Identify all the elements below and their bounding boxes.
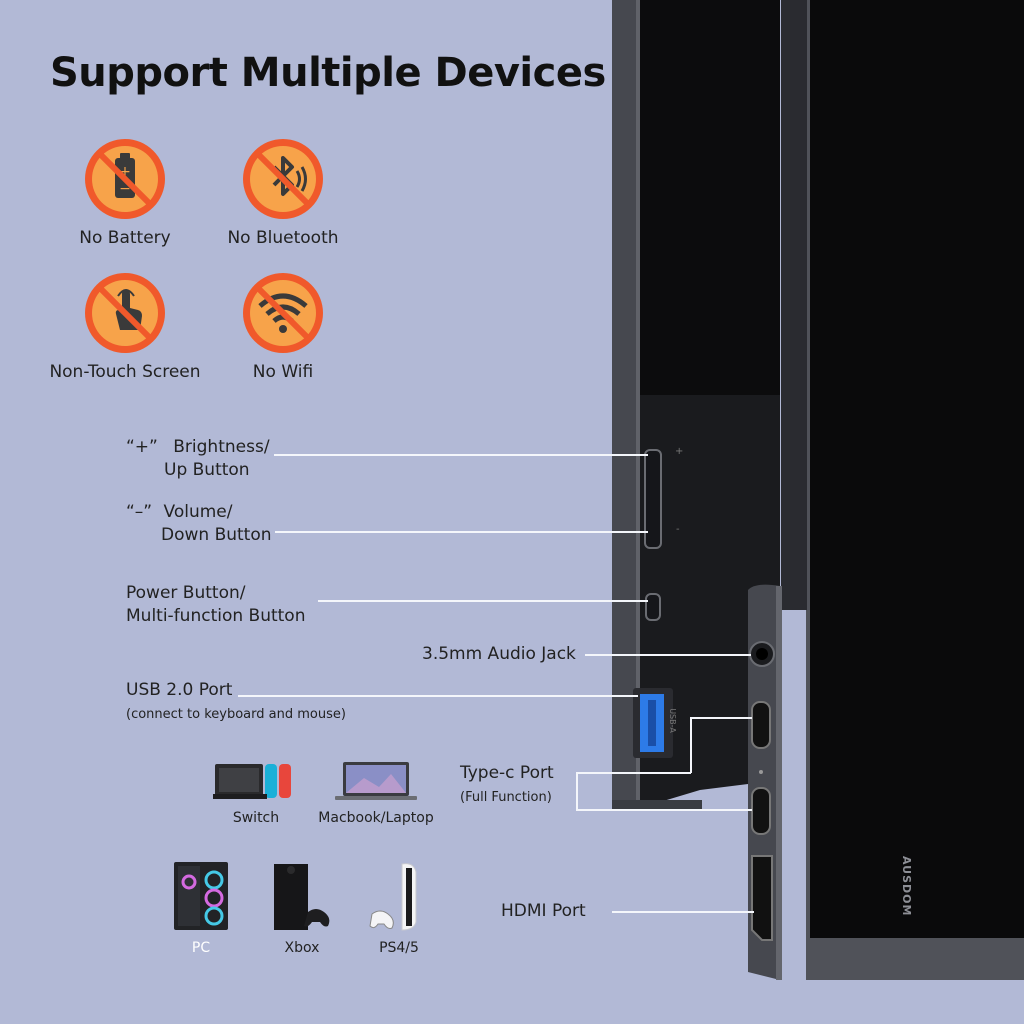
brightness-callout-line [274, 454, 648, 456]
brightness-line2: Up Button [164, 460, 250, 480]
brightness-line1: Brightness/ [173, 437, 270, 457]
playstation-console-icon [369, 863, 417, 931]
device-pc: PC [168, 860, 234, 956]
device-xbox: Xbox [266, 860, 338, 956]
volume-callout-line [275, 531, 648, 533]
wifi-icon [243, 273, 323, 353]
page-title: Support Multiple Devices [50, 50, 606, 96]
hdmi-label: HDMI Port [501, 901, 586, 921]
feature-label: No Battery [79, 228, 171, 248]
typec-callout-h1 [690, 717, 752, 719]
volume-line1: Volume/ [163, 502, 233, 522]
power-line1: Power Button/ [126, 583, 246, 603]
typec-callout-h2 [576, 772, 691, 774]
device-label: Xbox [284, 940, 320, 956]
feature-no-bluetooth: No Bluetooth [198, 136, 368, 248]
brand-logo: AUSDOM [900, 856, 913, 917]
touch-hand-icon [85, 273, 165, 353]
feature-no-battery: + − No Battery [40, 136, 210, 248]
switch-console-icon [213, 764, 291, 799]
svg-text:−: − [119, 181, 131, 197]
feature-label: Non-Touch Screen [49, 362, 201, 382]
device-macbook: Macbook/Laptop [316, 760, 436, 826]
brightness-symbol: “+” [126, 437, 158, 457]
volume-symbol: “–” [126, 502, 153, 522]
device-label: PS4/5 [379, 940, 419, 956]
hdmi-callout-line [612, 911, 754, 913]
device-playstation: PS4/5 [366, 860, 432, 956]
feature-label: No Bluetooth [227, 228, 339, 248]
device-label: PC [191, 940, 211, 956]
power-line2: Multi-function Button [126, 606, 306, 626]
device-label: Switch [232, 810, 280, 826]
svg-text:+: + [119, 164, 131, 180]
feature-no-wifi: No Wifi [198, 270, 368, 382]
feature-non-touch: Non-Touch Screen [40, 270, 210, 382]
bluetooth-icon [243, 139, 323, 219]
device-switch: Switch [206, 760, 306, 826]
typec-note: (Full Function) [460, 790, 552, 805]
monitor-minus-mark: - [676, 524, 680, 535]
usb-label: USB 2.0 Port [126, 680, 233, 700]
brightness-label: “+” Brightness/ [126, 436, 270, 459]
laptop-icon [335, 762, 417, 800]
device-label: Macbook/Laptop [318, 810, 434, 826]
usb-port-mark: USB-A [667, 708, 677, 733]
xbox-console-icon [274, 864, 330, 930]
audio-jack-label: 3.5mm Audio Jack [422, 644, 576, 664]
typec-label: Type-c Port [460, 763, 554, 783]
pc-tower-icon [174, 862, 228, 930]
power-callout-line [318, 600, 648, 602]
usb-callout-line [238, 695, 638, 697]
typec-callout-v2 [576, 772, 578, 810]
usb-note: (connect to keyboard and mouse) [126, 707, 346, 722]
volume-line2: Down Button [161, 525, 272, 545]
audio-callout-line [585, 654, 751, 656]
typec-callout-h3 [576, 809, 752, 811]
battery-icon: + − [85, 139, 165, 219]
monitor-plus-mark: + [675, 446, 684, 457]
volume-label: “–” Volume/ [126, 501, 233, 524]
typec-callout-v1 [690, 717, 692, 773]
feature-label: No Wifi [252, 362, 314, 382]
